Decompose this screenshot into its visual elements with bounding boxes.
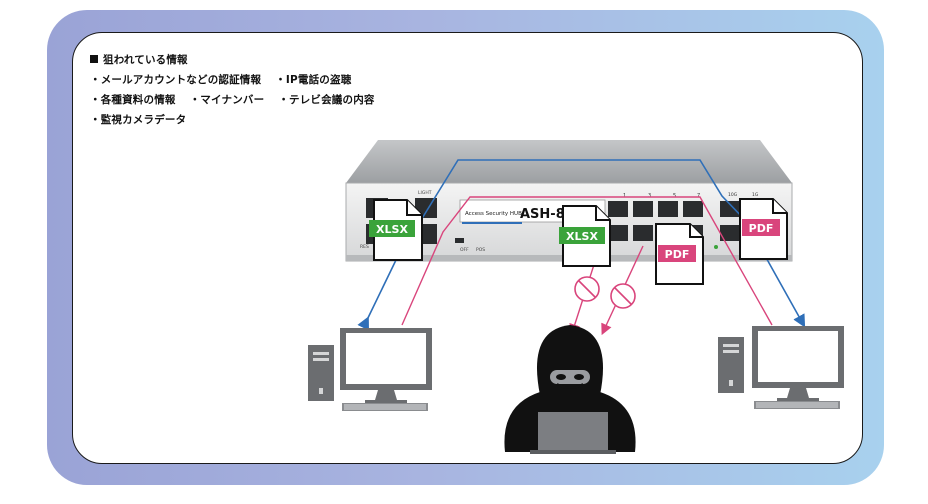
info-row-2: ・各種資料の情報 ・マイナンバー ・テレビ会議の内容 bbox=[90, 90, 375, 110]
switch-top bbox=[346, 140, 792, 183]
port-number: 5 bbox=[673, 193, 676, 199]
targeted-info-list: 狙われている情報 ・メールアカウントなどの認証情報 ・IP電話の盗聴 ・各種資料の… bbox=[90, 50, 375, 130]
led-indicator bbox=[714, 245, 718, 249]
pdf-file-icon: PDF bbox=[655, 223, 704, 285]
port-number: 1 bbox=[623, 193, 626, 199]
speed-label: 10G bbox=[728, 192, 738, 198]
pos-label: POS bbox=[476, 247, 485, 253]
xlsx-file-icon: XLSX bbox=[369, 199, 423, 261]
light-label: LIGHT bbox=[418, 190, 432, 196]
laptop-icon bbox=[538, 412, 608, 452]
brand-label: Access Security HUB bbox=[465, 211, 522, 217]
port bbox=[720, 201, 740, 217]
hacker-icon bbox=[504, 325, 636, 454]
port bbox=[658, 201, 678, 217]
res-label: RES bbox=[360, 244, 369, 250]
port bbox=[608, 225, 628, 241]
info-heading: 狙われている情報 bbox=[103, 54, 188, 66]
file-label: PDF bbox=[665, 248, 690, 261]
pdf-file-icon: PDF bbox=[739, 198, 788, 260]
mode-switch bbox=[455, 238, 464, 243]
left-computer-icon bbox=[308, 328, 432, 411]
port bbox=[720, 225, 740, 241]
info-item: ・IP電話の盗聴 bbox=[275, 74, 352, 86]
port-number: 3 bbox=[648, 193, 651, 199]
file-label: XLSX bbox=[566, 230, 598, 243]
port bbox=[633, 201, 653, 217]
info-item: ・メールアカウントなどの認証情報 bbox=[90, 74, 262, 86]
file-label: PDF bbox=[749, 222, 774, 235]
port bbox=[683, 201, 703, 217]
info-item: ・マイナンバー bbox=[189, 94, 265, 106]
info-item: ・各種資料の情報 bbox=[90, 94, 176, 106]
blocked-icon bbox=[574, 276, 600, 302]
model-label: ASH-8 bbox=[520, 207, 565, 222]
info-item: ・テレビ会議の内容 bbox=[278, 94, 375, 106]
file-label: XLSX bbox=[376, 223, 408, 236]
speed-label: 1G bbox=[752, 192, 759, 198]
info-item: ・監視カメラデータ bbox=[90, 114, 187, 126]
info-row-1: ・メールアカウントなどの認証情報 ・IP電話の盗聴 bbox=[90, 70, 375, 90]
attack-mirror-path bbox=[401, 196, 773, 326]
right-computer-icon bbox=[718, 326, 844, 409]
info-heading-row: 狙われている情報 bbox=[90, 50, 375, 70]
port-number: 7 bbox=[697, 193, 700, 199]
port bbox=[633, 225, 653, 241]
plate-accent bbox=[462, 222, 522, 224]
square-bullet-icon bbox=[90, 55, 98, 63]
blocked-icon bbox=[610, 283, 636, 309]
info-row-3: ・監視カメラデータ bbox=[90, 110, 375, 130]
xlsx-file-icon: XLSX bbox=[559, 205, 611, 267]
off-label: OFF bbox=[460, 247, 469, 253]
port bbox=[608, 201, 628, 217]
